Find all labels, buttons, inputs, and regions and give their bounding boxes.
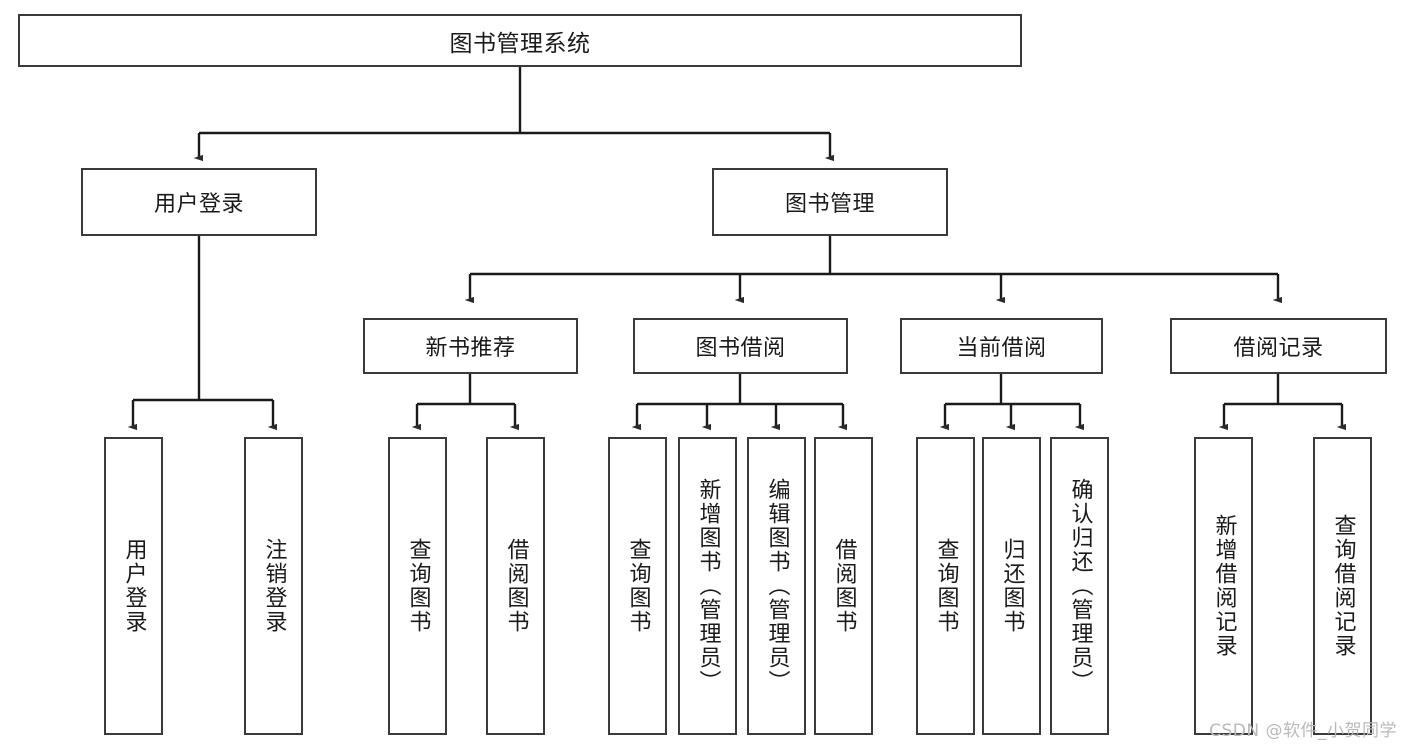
node-label: 注销登录 <box>261 538 287 634</box>
node-label: 用户登录 <box>121 538 147 634</box>
leaf-borrow-book[interactable]: 借阅图书 <box>814 437 873 735</box>
node-label: 借阅图书 <box>831 538 857 634</box>
leaf-edit-book-admin[interactable]: 编辑图书（管理员） <box>747 437 806 735</box>
leaf-query-book-recommend[interactable]: 查询图书 <box>388 437 447 735</box>
node-label: 新增图书（管理员） <box>695 478 721 694</box>
leaf-borrow-book-recommend[interactable]: 借阅图书 <box>486 437 545 735</box>
node-book-borrow[interactable]: 图书借阅 <box>633 318 848 374</box>
node-label: 用户登录 <box>153 192 244 217</box>
node-label: 借阅图书 <box>503 538 529 634</box>
node-label: 编辑图书（管理员） <box>764 478 790 694</box>
leaf-logout[interactable]: 注销登录 <box>244 437 303 735</box>
node-current-borrow[interactable]: 当前借阅 <box>900 318 1103 374</box>
node-label: 查询借阅记录 <box>1330 514 1356 658</box>
node-root-system[interactable]: 图书管理系统 <box>18 14 1022 67</box>
node-book-management[interactable]: 图书管理 <box>712 168 948 236</box>
node-label: 新书推荐 <box>425 336 516 361</box>
node-borrow-record[interactable]: 借阅记录 <box>1170 318 1387 374</box>
node-label: 归还图书 <box>999 538 1025 634</box>
leaf-query-borrow-record[interactable]: 查询借阅记录 <box>1313 437 1372 735</box>
node-label: 图书借阅 <box>695 336 786 361</box>
node-label: 确认归还（管理员） <box>1067 478 1093 694</box>
csdn-watermark: CSDN @软件_小贺同学 <box>1209 721 1397 741</box>
node-new-book-recommend[interactable]: 新书推荐 <box>363 318 578 374</box>
node-label: 图书管理系统 <box>449 30 591 57</box>
leaf-query-book-borrow[interactable]: 查询图书 <box>608 437 667 735</box>
node-label: 新增借阅记录 <box>1211 514 1237 658</box>
leaf-add-book-admin[interactable]: 新增图书（管理员） <box>678 437 737 735</box>
node-label: 查询图书 <box>933 538 959 634</box>
leaf-query-book-current[interactable]: 查询图书 <box>916 437 975 735</box>
node-label: 图书管理 <box>784 192 875 217</box>
leaf-user-login[interactable]: 用户登录 <box>104 437 163 735</box>
node-label: 查询图书 <box>405 538 431 634</box>
leaf-return-book[interactable]: 归还图书 <box>982 437 1041 735</box>
node-label: 查询图书 <box>625 538 651 634</box>
node-user-login[interactable]: 用户登录 <box>81 168 317 236</box>
node-label: 借阅记录 <box>1233 336 1324 361</box>
leaf-add-borrow-record[interactable]: 新增借阅记录 <box>1194 437 1253 735</box>
node-label: 当前借阅 <box>956 336 1047 361</box>
leaf-confirm-return-admin[interactable]: 确认归还（管理员） <box>1050 437 1109 735</box>
